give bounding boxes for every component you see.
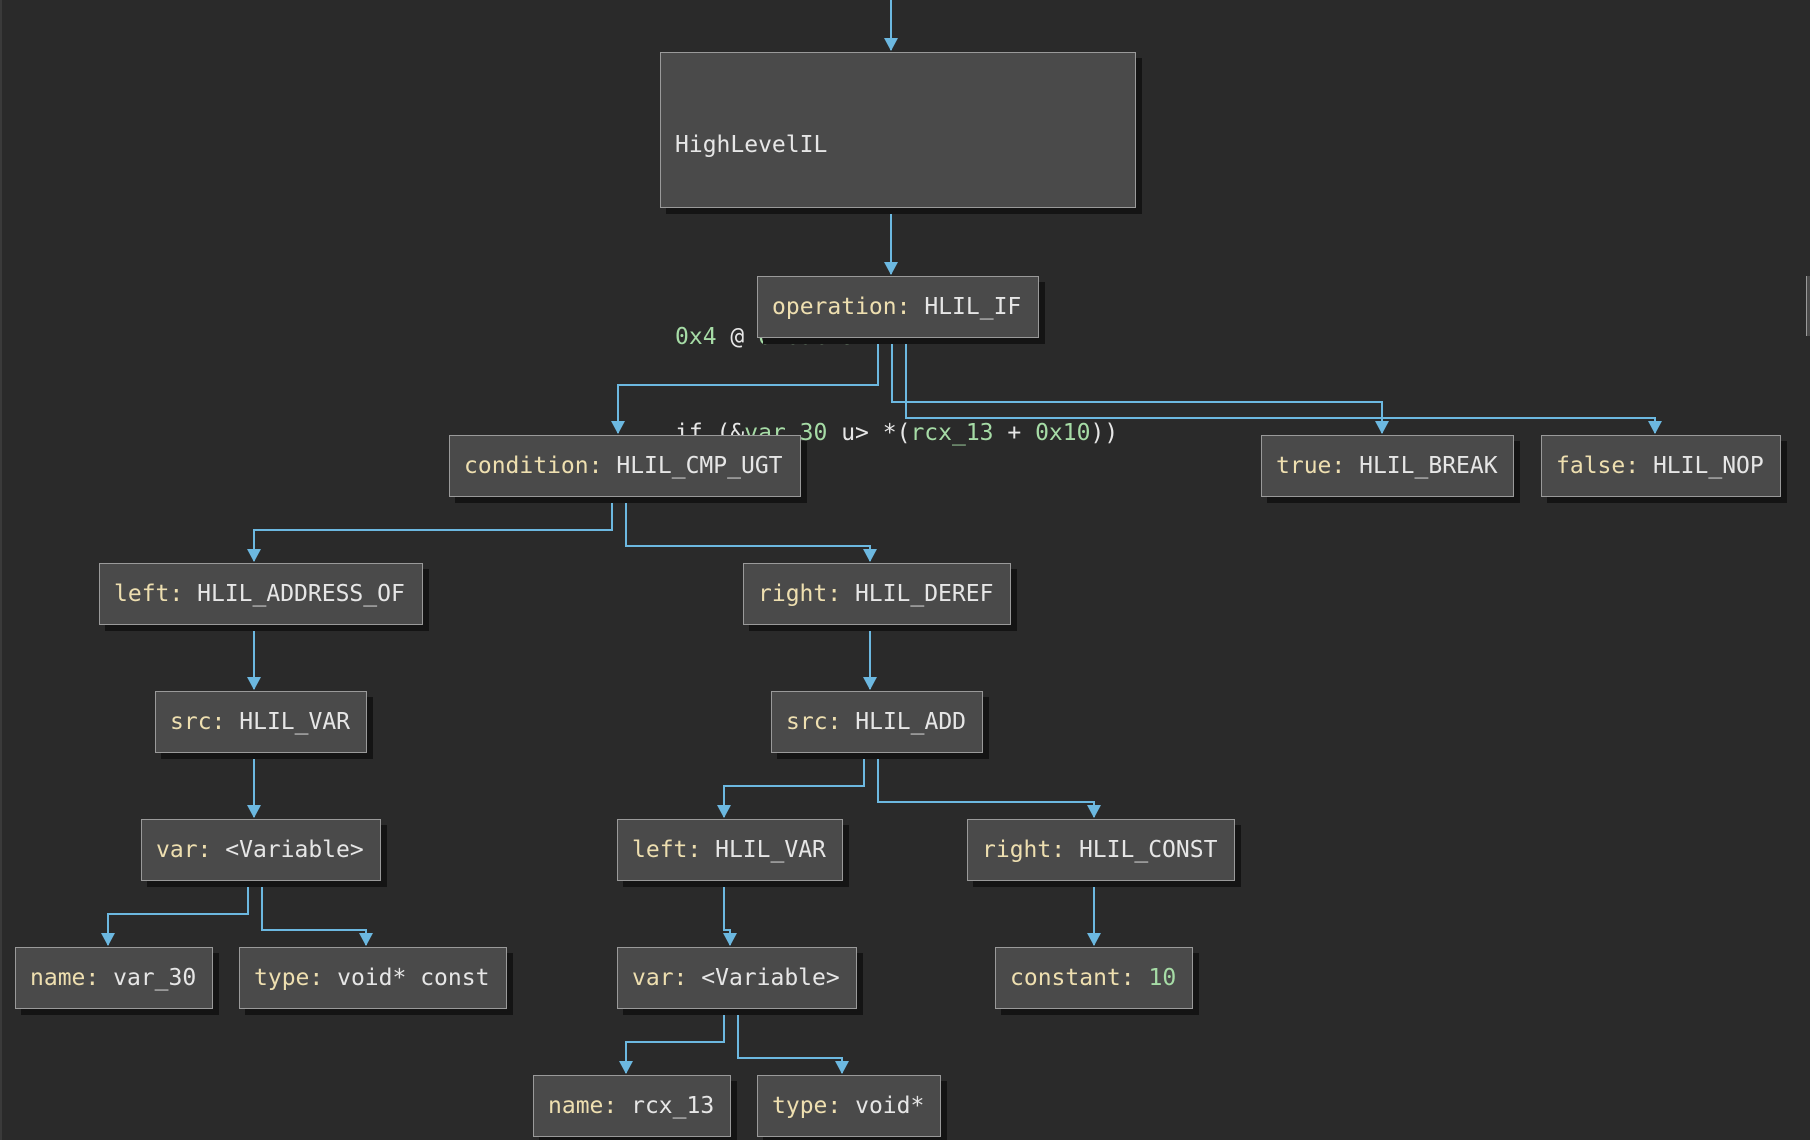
edge-arrowhead-10 [717,805,731,818]
graph-edge-13 [261,881,367,945]
edge-arrowhead-15 [1087,933,1101,946]
node-key: constant: [1010,965,1135,991]
node-key: type: [254,965,324,991]
node-key: var: [632,965,688,991]
edge-arrowhead-1 [884,262,898,275]
node-key: false: [1556,453,1640,479]
graph-edge-11 [877,753,1095,817]
node-value: HLIL_IF [924,294,1022,320]
node-value-number: 10 [1148,965,1177,991]
root-at: @ [730,324,745,350]
graph-edge-16 [625,1009,725,1073]
edge-arrowhead-13 [359,933,373,946]
node-left-address-of[interactable]: left: HLIL_ADDRESS_OF [99,563,423,625]
root-node-highlevelil[interactable]: HighLevelIL 0x4 @ 0x6acf92 if (&var_30 u… [660,52,1136,446]
graph-edge-12 [107,881,249,945]
node-type-void[interactable]: type: void* [757,1075,941,1137]
node-key: name: [30,965,100,991]
edge-arrowhead-3 [1375,421,1389,434]
edge-arrowhead-12 [101,933,115,946]
code-part-3: + [993,420,1036,446]
node-type-void-const[interactable]: type: void* const [239,947,507,1009]
node-value: HLIL_ADDRESS_OF [197,581,405,607]
edge-arrowhead-4 [1648,421,1662,434]
node-name-var30[interactable]: name: var_30 [15,947,213,1009]
node-key: right: [982,837,1066,863]
code-part-2: u> *( [827,420,911,446]
node-key: var: [156,837,212,863]
graph-edge-17 [737,1009,843,1073]
code-offset: 0x10 [1035,420,1091,446]
node-value: <Variable> [225,837,364,863]
edge-arrowhead-6 [863,549,877,562]
edge-arrowhead-17 [835,1061,849,1074]
offscreen-node-edge [1806,276,1810,336]
node-constant[interactable]: constant: 10 [995,947,1193,1009]
node-left-var[interactable]: left: HLIL_VAR [617,819,843,881]
node-key: left: [632,837,702,863]
graph-edge-5 [253,497,613,561]
node-src-var[interactable]: src: HLIL_VAR [155,691,367,753]
node-value: HLIL_CMP_UGT [616,453,783,479]
edge-arrowhead-7 [247,677,261,690]
node-value: HLIL_BREAK [1359,453,1498,479]
node-right-const[interactable]: right: HLIL_CONST [967,819,1235,881]
root-blank [675,225,1121,257]
node-value: void* [855,1093,925,1119]
node-value: var_30 [113,965,197,991]
node-key: operation: [772,294,911,320]
node-key: type: [772,1093,842,1119]
root-index: 0x4 [675,324,717,350]
code-part-4: )) [1090,420,1119,446]
graph-edge-10 [723,753,865,817]
node-key: left: [114,581,184,607]
node-key: src: [786,709,842,735]
edge-arrowhead-9 [247,805,261,818]
node-value: void* const [337,965,490,991]
edge-arrowhead-5 [247,549,261,562]
node-false[interactable]: false: HLIL_NOP [1541,435,1781,497]
code-reg: rcx_13 [910,420,994,446]
node-key: true: [1276,453,1346,479]
edge-arrowhead-11 [1087,805,1101,818]
node-operation[interactable]: operation: HLIL_IF [757,276,1039,338]
node-value: HLIL_DEREF [854,581,994,607]
node-key: right: [758,581,842,607]
view-left-border [0,0,2,1140]
edge-arrowhead-14 [723,933,737,946]
node-key: condition: [464,453,603,479]
node-var-variable-1[interactable]: var: <Variable> [141,819,381,881]
node-value: HLIL_VAR [239,709,351,735]
node-value: <Variable> [701,965,840,991]
edge-arrowhead-2 [611,421,625,434]
node-right-deref[interactable]: right: HLIL_DEREF [743,563,1011,625]
node-value: HLIL_VAR [715,837,826,863]
edge-arrowhead-8 [863,677,877,690]
node-src-add[interactable]: src: HLIL_ADD [771,691,983,753]
node-name-rcx13[interactable]: name: rcx_13 [533,1075,731,1137]
node-condition[interactable]: condition: HLIL_CMP_UGT [449,435,801,497]
node-value: HLIL_CONST [1078,837,1218,863]
node-value: HLIL_NOP [1652,453,1764,479]
node-key: name: [548,1093,618,1119]
edge-arrowhead-16 [619,1061,633,1074]
root-title: HighLevelIL [675,132,828,158]
graph-edge-2 [617,338,879,433]
node-key: src: [170,709,226,735]
edge-arrowhead-0 [884,38,898,51]
node-true[interactable]: true: HLIL_BREAK [1261,435,1514,497]
node-value: rcx_13 [631,1093,715,1119]
node-var-variable-2[interactable]: var: <Variable> [617,947,857,1009]
node-value: HLIL_ADD [855,709,967,735]
